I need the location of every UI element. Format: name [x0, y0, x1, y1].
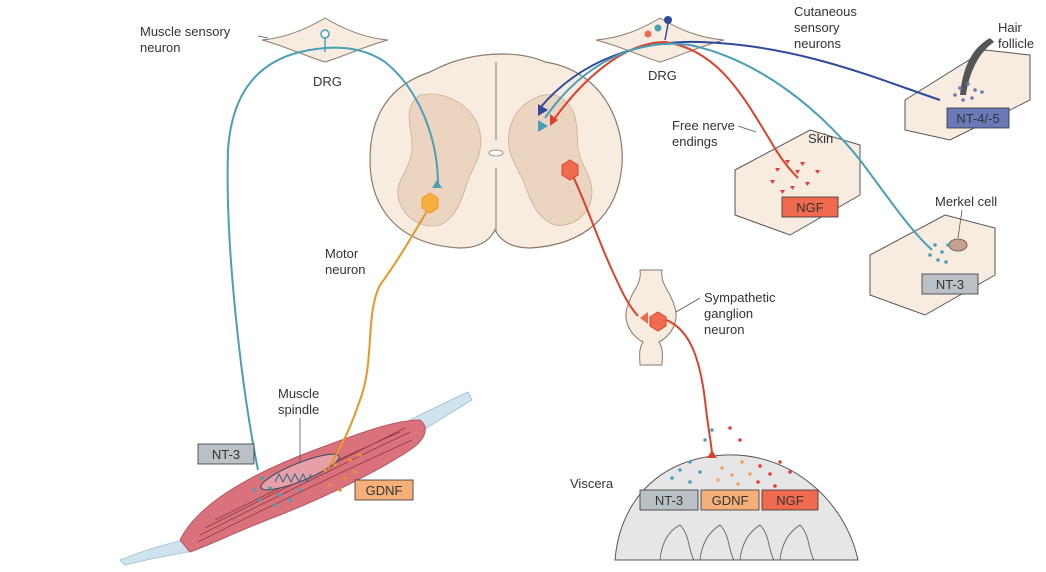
gdnf-muscle-label: GDNF [366, 483, 403, 498]
drg-right-label: DRG [648, 68, 677, 83]
muscle [120, 392, 472, 565]
nt3-merkel-label: NT-3 [936, 277, 964, 292]
label-hair-follicle: Hair follicle [998, 20, 1034, 51]
factor-box-nt45: NT-4/-5 [947, 108, 1009, 128]
factor-box-gdnf-muscle: GDNF [355, 480, 413, 500]
factor-box-nt3-viscera: NT-3 [640, 490, 698, 510]
hair-line-2: follicle [998, 36, 1034, 51]
ngf-viscera-label: NGF [776, 493, 804, 508]
label-skin: Skin [808, 131, 833, 146]
central-canal [489, 150, 503, 156]
label-cutaneous: Cutaneous sensory neurons [794, 4, 857, 51]
motor-neuron-soma [422, 193, 438, 213]
postganglionic-axon [660, 318, 712, 456]
skin-patch-merkel-shape [870, 215, 995, 315]
label-motor-neuron: Motor neuron [325, 246, 365, 277]
gdnf-viscera-label: GDNF [712, 493, 749, 508]
hair-line-1: Hair [998, 20, 1023, 35]
factor-box-ngf-viscera: NGF [762, 490, 818, 510]
sympathetic-soma [562, 160, 578, 180]
muscle-sensory-soma [321, 30, 329, 38]
label-muscle-sensory-neuron: Muscle sensory neuron [140, 24, 268, 55]
muscle-tendon-left [120, 540, 188, 565]
nociceptor-soma [645, 31, 652, 38]
sympathetic-line-1: Sympathetic [704, 290, 776, 305]
label-free-nerve-endings: Free nerve endings [672, 118, 756, 149]
sympathetic-line-3: neuron [704, 322, 744, 337]
skin-patch-merkel [870, 215, 995, 315]
free-nerve-line-2: endings [672, 134, 718, 149]
nt3-muscle-label: NT-3 [212, 447, 240, 462]
label-viscera: Viscera [570, 476, 614, 491]
muscle-sensory-line-2: neuron [140, 40, 180, 55]
spindle-line-2: spindle [278, 402, 319, 417]
cutaneous-line-1: Cutaneous [794, 4, 857, 19]
muscle-sensory-line-1: Muscle sensory [140, 24, 231, 39]
merkel-cell [949, 239, 967, 251]
skin-patch-free-endings [735, 130, 860, 235]
merkel-soma [655, 25, 662, 32]
viscera-terminal [707, 450, 717, 458]
cutaneous-line-2: sensory [794, 20, 840, 35]
motor-line-1: Motor [325, 246, 359, 261]
free-nerve-line-1: Free nerve [672, 118, 735, 133]
hair-soma [664, 16, 672, 24]
factor-box-nt3-merkel: NT-3 [922, 274, 978, 294]
motor-line-2: neuron [325, 262, 365, 277]
factor-box-ngf-skin: NGF [782, 197, 838, 217]
cutaneous-line-3: neurons [794, 36, 841, 51]
sympathetic-line-2: ganglion [704, 306, 753, 321]
ngf-skin-label: NGF [796, 200, 824, 215]
spindle-line-1: Muscle [278, 386, 319, 401]
nt3-viscera-label: NT-3 [655, 493, 683, 508]
drg-left-label: DRG [313, 74, 342, 89]
label-sympathetic: Sympathetic ganglion neuron [676, 290, 776, 337]
factor-box-gdnf-viscera: GDNF [701, 490, 759, 510]
factor-box-nt3-muscle: NT-3 [198, 444, 254, 464]
skin-patch-free-endings-shape [735, 130, 860, 235]
merkel-cell-text: Merkel cell [935, 194, 997, 209]
nt45-label: NT-4/-5 [956, 111, 999, 126]
